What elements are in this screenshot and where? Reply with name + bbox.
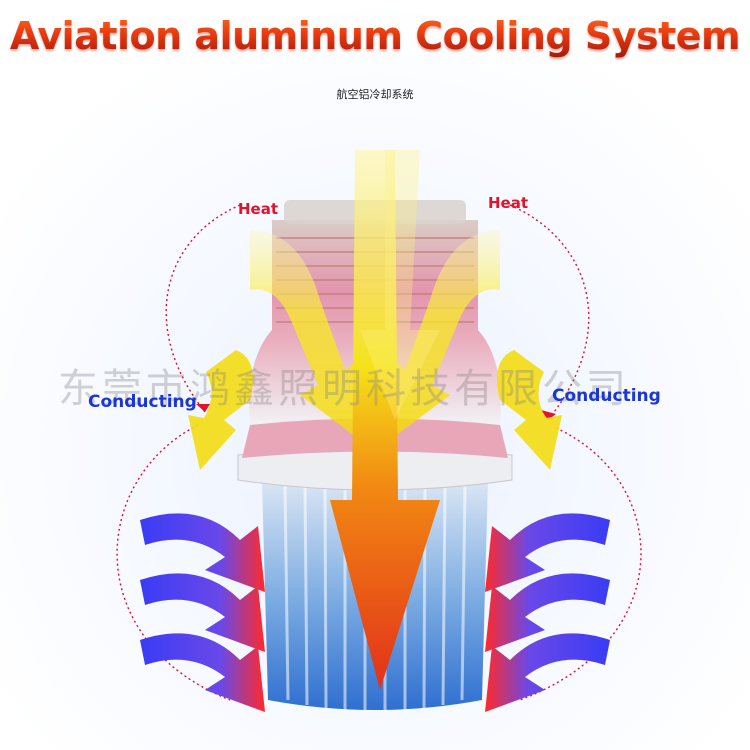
- heat-flow-arc-right: [509, 204, 590, 421]
- center-heat-arrow: [330, 150, 440, 690]
- heat-label-right: Heat: [488, 194, 529, 212]
- arc-arrowhead-right: [541, 410, 556, 420]
- heat-arrow-left: [250, 230, 362, 440]
- conduct-arrow-right: [497, 350, 562, 470]
- cool-arrow-left-2: [140, 573, 265, 652]
- cool-arrow-right-2: [485, 573, 610, 652]
- cool-arrow-left-1: [140, 513, 265, 592]
- conducting-label-right: Conducting: [552, 386, 661, 406]
- watermark: 东莞市鸿鑫照明科技有限公司: [58, 366, 630, 412]
- cool-arrow-right-1: [485, 513, 610, 592]
- cool-arrow-right-3: [485, 633, 610, 712]
- heat-flow-arc-left: [165, 204, 241, 413]
- cooling-arrows-right: [485, 513, 610, 712]
- cooling-arrows-left: [140, 513, 265, 712]
- conducting-label-left: Conducting: [88, 392, 197, 412]
- heat-label-left: Heat: [238, 200, 279, 218]
- arc-arrowhead-left: [196, 404, 210, 412]
- page-subtitle: 航空铝冷却系统: [336, 88, 414, 101]
- heat-arrow-right: [388, 230, 500, 440]
- conduct-flow-arc-left: [116, 424, 231, 701]
- heat-arrows: [188, 150, 562, 690]
- cool-arrow-left-3: [140, 633, 265, 712]
- conduct-arrow-left: [188, 350, 253, 470]
- page-title: Aviation aluminum Cooling System: [0, 14, 750, 58]
